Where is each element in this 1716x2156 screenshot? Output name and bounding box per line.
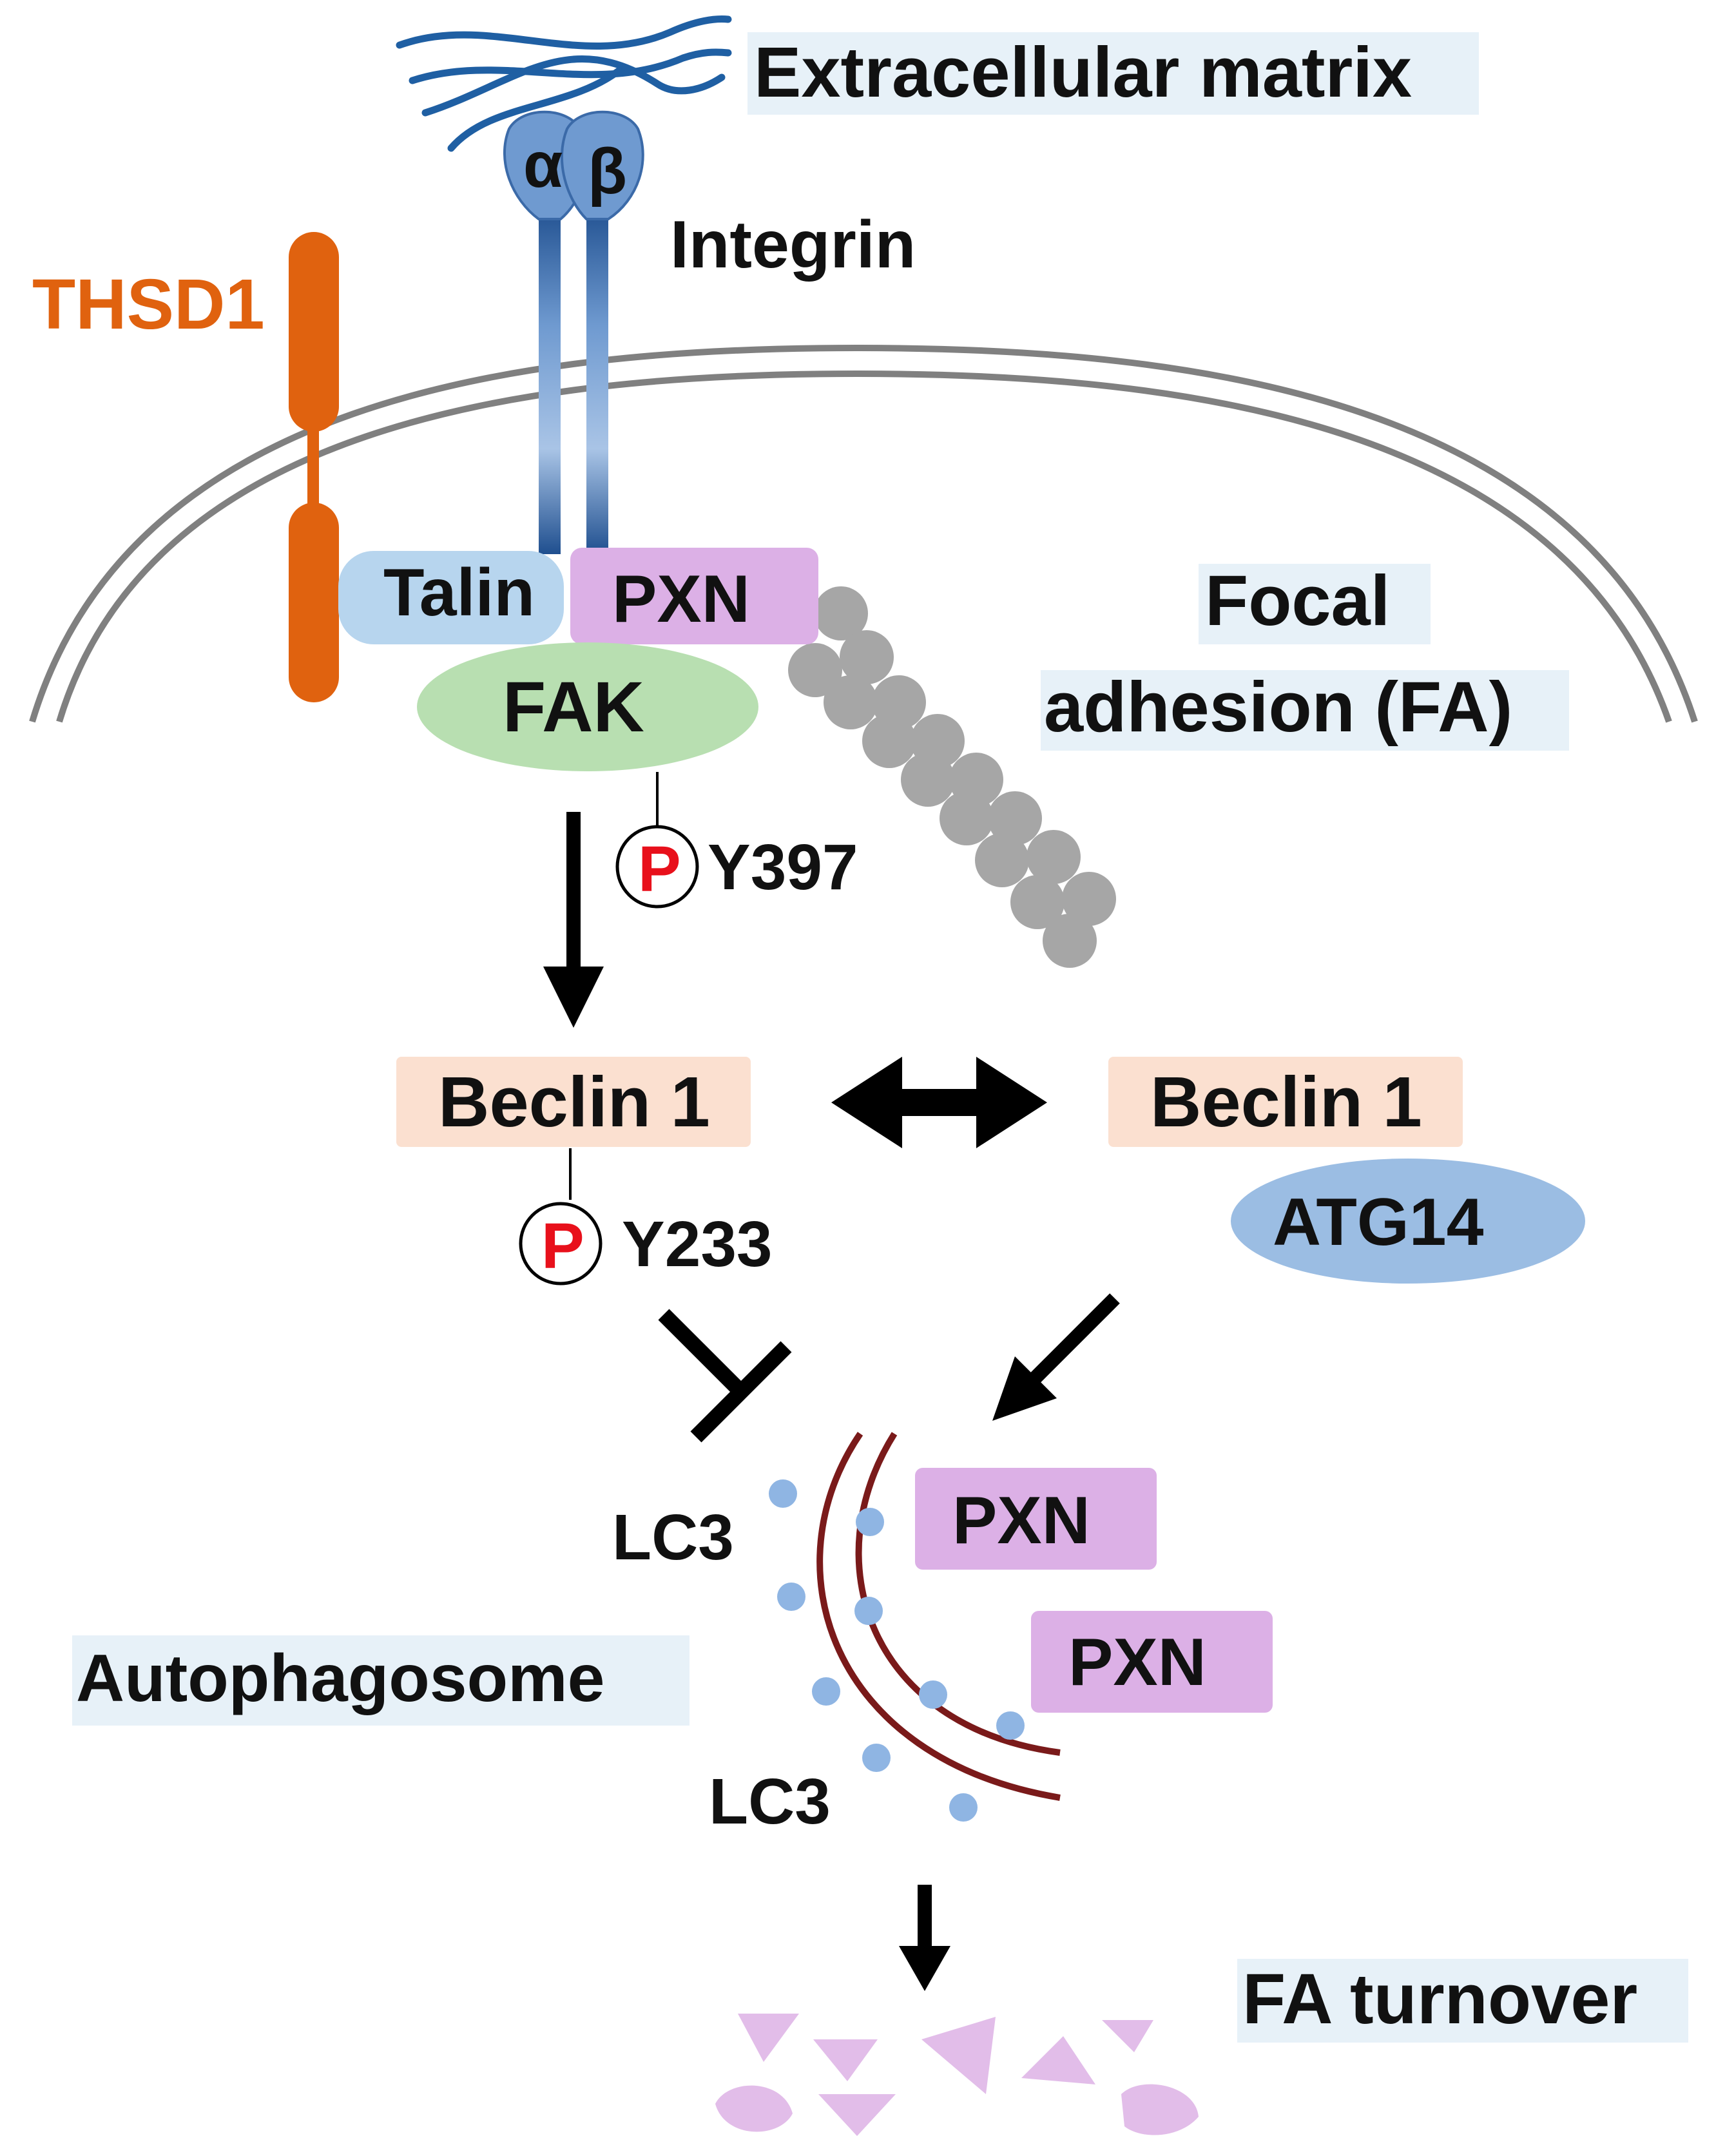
cell-membrane bbox=[29, 344, 1698, 723]
fak-label: FAK bbox=[503, 668, 644, 747]
arrow-icon-turnover bbox=[899, 1885, 950, 1991]
pxn-fa-label: PXN bbox=[612, 562, 750, 637]
integrin-alpha-label: α bbox=[523, 129, 563, 201]
ecm-label: Extracellular matrix bbox=[754, 33, 1412, 112]
atg14-ellipse bbox=[1231, 1159, 1585, 1284]
beclin-right-label: Beclin 1 bbox=[1150, 1063, 1422, 1142]
y233-label: Y233 bbox=[622, 1208, 773, 1280]
lc3-label-top: LC3 bbox=[612, 1501, 734, 1574]
autophagosome-label-bg bbox=[72, 1635, 689, 1726]
phospho-label-fak: P bbox=[638, 833, 681, 905]
pxn-fa-box bbox=[570, 548, 818, 644]
autophagosome-membrane bbox=[816, 1432, 1061, 1801]
extracellular-matrix-fibers bbox=[396, 15, 732, 152]
integrin-beta-stalk bbox=[586, 203, 608, 554]
phospho-circle-icon bbox=[615, 825, 699, 909]
integrin-label: Integrin bbox=[670, 207, 916, 282]
pxn-cargo-box-2 bbox=[1031, 1611, 1273, 1713]
pxn-fragments bbox=[715, 2014, 1199, 2136]
arrow-icon bbox=[543, 812, 604, 1028]
beclin-left-box bbox=[396, 1057, 751, 1147]
fak-ellipse bbox=[417, 642, 758, 771]
focal-label-line1: Focal bbox=[1205, 561, 1390, 640]
pxn-cargo-label-1: PXN bbox=[952, 1483, 1090, 1558]
beclin-right-box bbox=[1108, 1057, 1463, 1147]
integrin-beta-head bbox=[561, 110, 644, 220]
lc3-label-bottom: LC3 bbox=[709, 1766, 831, 1838]
focal-label-bg-2 bbox=[1041, 670, 1569, 751]
pxn-cargo-box-1 bbox=[915, 1468, 1157, 1570]
ecm-label-bg bbox=[747, 32, 1479, 115]
talin-box bbox=[338, 551, 564, 644]
pxn-cargo-label-2: PXN bbox=[1068, 1625, 1206, 1700]
fa-turnover-label-bg bbox=[1237, 1959, 1688, 2043]
arrow-icon-atg14 bbox=[992, 1293, 1120, 1421]
lc3-dots bbox=[769, 1479, 1025, 1822]
paxillin-chain bbox=[788, 586, 1116, 968]
double-arrow-icon bbox=[831, 1057, 1047, 1148]
focal-label-line2: adhesion (FA) bbox=[1044, 668, 1512, 747]
integrin-alpha-stalk bbox=[539, 203, 561, 554]
y397-label: Y397 bbox=[708, 831, 858, 903]
phospho-circle-icon-beclin bbox=[519, 1202, 603, 1285]
thsd1-label: THSD1 bbox=[32, 265, 265, 344]
integrin bbox=[503, 110, 644, 554]
focal-label-bg-1 bbox=[1199, 564, 1431, 644]
integrin-beta-label: β bbox=[588, 135, 627, 207]
atg14-label: ATG14 bbox=[1273, 1185, 1484, 1260]
beclin-left-label: Beclin 1 bbox=[438, 1063, 710, 1142]
talin-label: Talin bbox=[383, 555, 535, 630]
inhibition-bar-icon bbox=[658, 1309, 792, 1443]
phospho-label-beclin: P bbox=[541, 1210, 584, 1282]
autophagosome-label: Autophagosome bbox=[76, 1641, 604, 1716]
thsd1-protein bbox=[289, 232, 339, 702]
fa-turnover-label: FA turnover bbox=[1242, 1959, 1637, 2039]
